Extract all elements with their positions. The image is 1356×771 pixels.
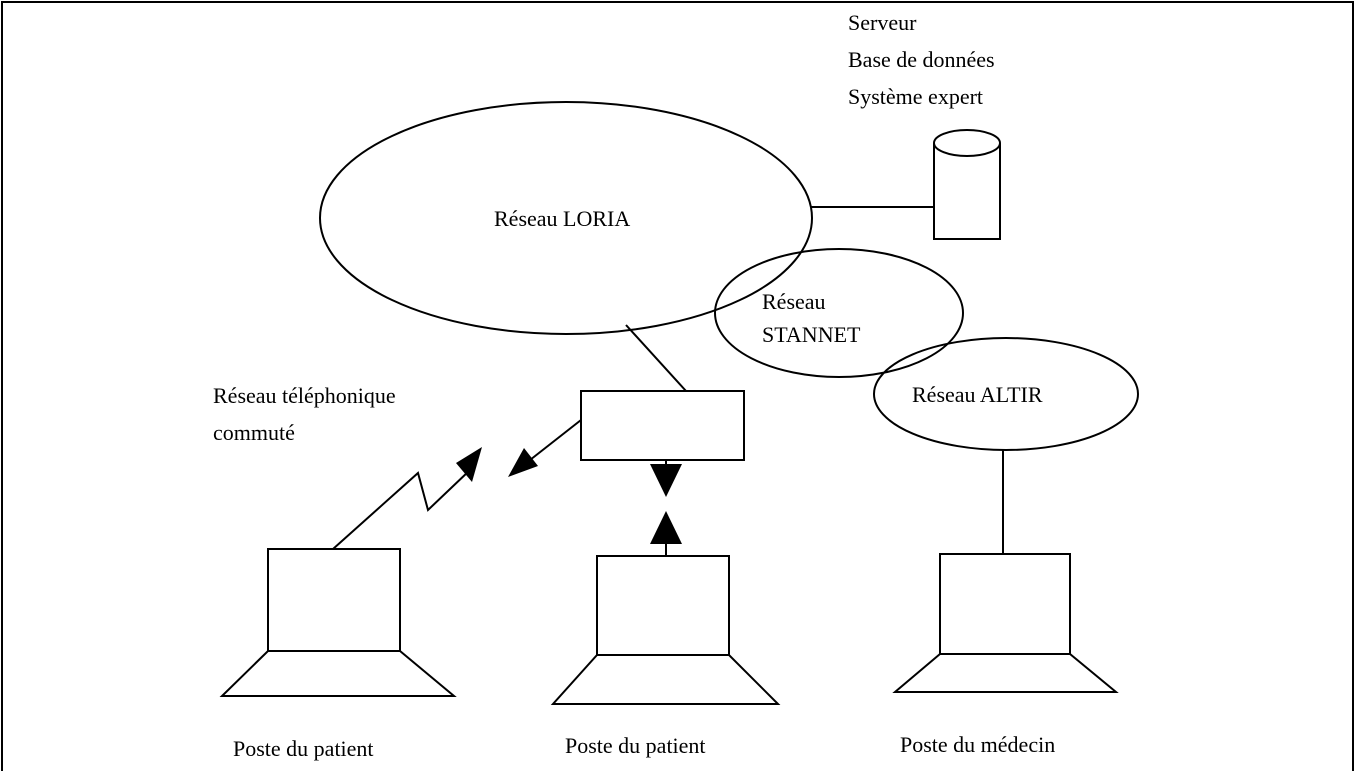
loria-network-ellipse xyxy=(319,101,813,335)
stannet-network-label-line1: Réseau xyxy=(762,289,826,314)
patient1-station-label: Poste du patient xyxy=(233,736,374,761)
phone-network-label-line1: Réseau téléphonique xyxy=(213,383,396,408)
modem-patient2-arrows xyxy=(650,460,682,556)
server-label-line3: Système expert xyxy=(848,84,983,109)
stannet-network-ellipse xyxy=(714,248,964,378)
patient1-lightning-link xyxy=(332,447,482,550)
loria-network-label: Réseau LORIA xyxy=(494,206,630,231)
patient2-laptop-icon xyxy=(550,555,781,705)
altir-network-ellipse xyxy=(873,337,1139,451)
server-label-line2: Base de données xyxy=(848,47,995,72)
modem-to-phone-arrow xyxy=(508,419,582,477)
phone-network-label-line2: commuté xyxy=(213,420,295,445)
doctor-laptop-icon xyxy=(892,553,1119,693)
server-label-line1: Serveur xyxy=(848,10,917,35)
altir-network-label: Réseau ALTIR xyxy=(912,382,1043,407)
patient2-station-label: Poste du patient xyxy=(565,733,706,758)
link-loria-modem xyxy=(625,324,687,392)
stannet-network-label-line2: STANNET xyxy=(762,322,861,347)
server-cylinder-icon xyxy=(933,129,1001,240)
doctor-station-label: Poste du médecin xyxy=(900,732,1055,757)
modem-box xyxy=(580,390,745,461)
patient1-laptop-icon xyxy=(219,548,457,697)
